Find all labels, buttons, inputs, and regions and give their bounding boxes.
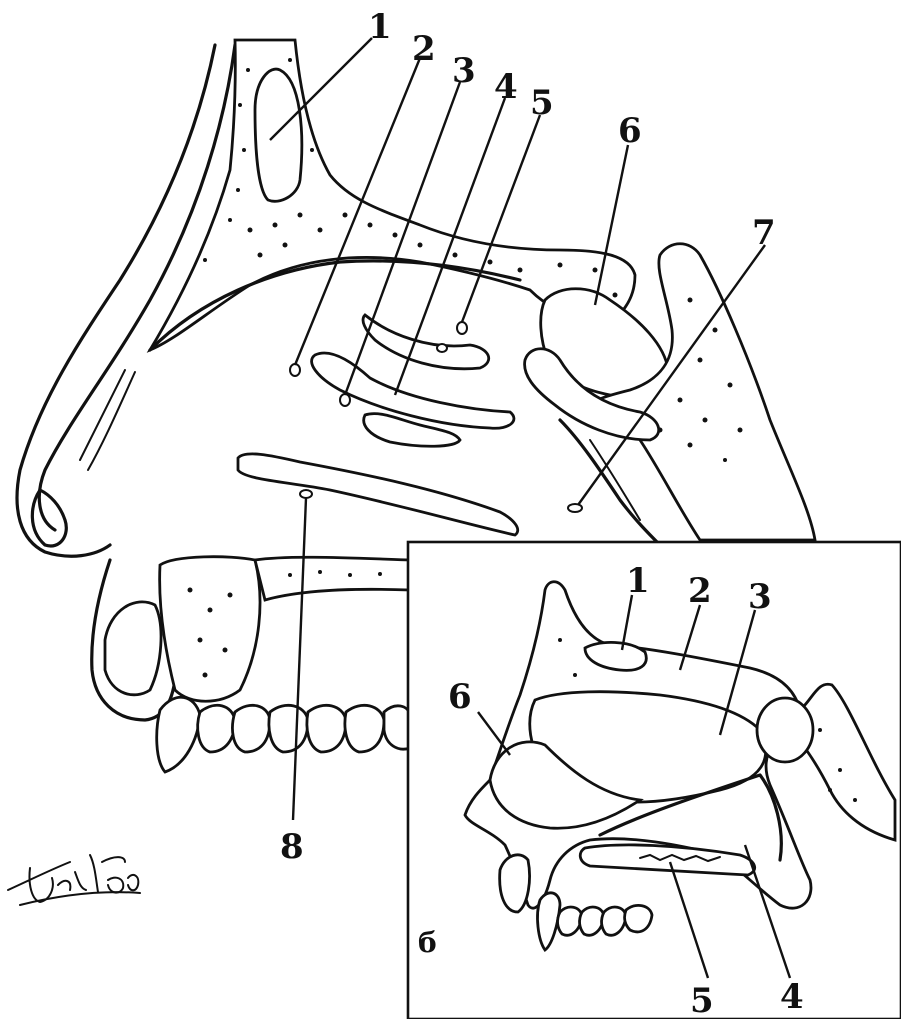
hard-palate bbox=[238, 454, 518, 535]
label-a-3: 3 bbox=[452, 51, 476, 91]
b-sinus-oval bbox=[757, 698, 813, 762]
frontal-sinus bbox=[255, 69, 302, 201]
upper-teeth bbox=[157, 697, 410, 772]
label-b-5: 5 bbox=[690, 981, 714, 1019]
superior-concha bbox=[363, 315, 489, 369]
figure-b: 1 2 3 4 5 6 б bbox=[408, 542, 901, 1019]
nasal-ala bbox=[32, 490, 66, 546]
incisive-bone bbox=[160, 557, 260, 702]
tooth-germ bbox=[105, 602, 161, 695]
maxilla-strip bbox=[255, 557, 410, 600]
panel-letter-b: б bbox=[418, 926, 437, 959]
label-b-4: 4 bbox=[780, 977, 804, 1017]
label-a-5: 5 bbox=[530, 83, 554, 123]
nostril-groove bbox=[80, 370, 125, 460]
label-b-6: 6 bbox=[448, 677, 472, 717]
artist-signature bbox=[8, 855, 140, 905]
b-tooth-germ bbox=[500, 855, 530, 912]
label-b-1: 1 bbox=[626, 561, 650, 601]
label-a-8: 8 bbox=[280, 827, 304, 867]
label-a-1: 1 bbox=[368, 7, 392, 47]
label-b-3: 3 bbox=[748, 577, 772, 617]
label-b-2: 2 bbox=[688, 571, 712, 611]
label-a-4: 4 bbox=[494, 67, 518, 107]
label-a-2: 2 bbox=[412, 29, 436, 69]
label-a-6: 6 bbox=[618, 111, 642, 151]
label-a-7: 7 bbox=[752, 213, 776, 253]
